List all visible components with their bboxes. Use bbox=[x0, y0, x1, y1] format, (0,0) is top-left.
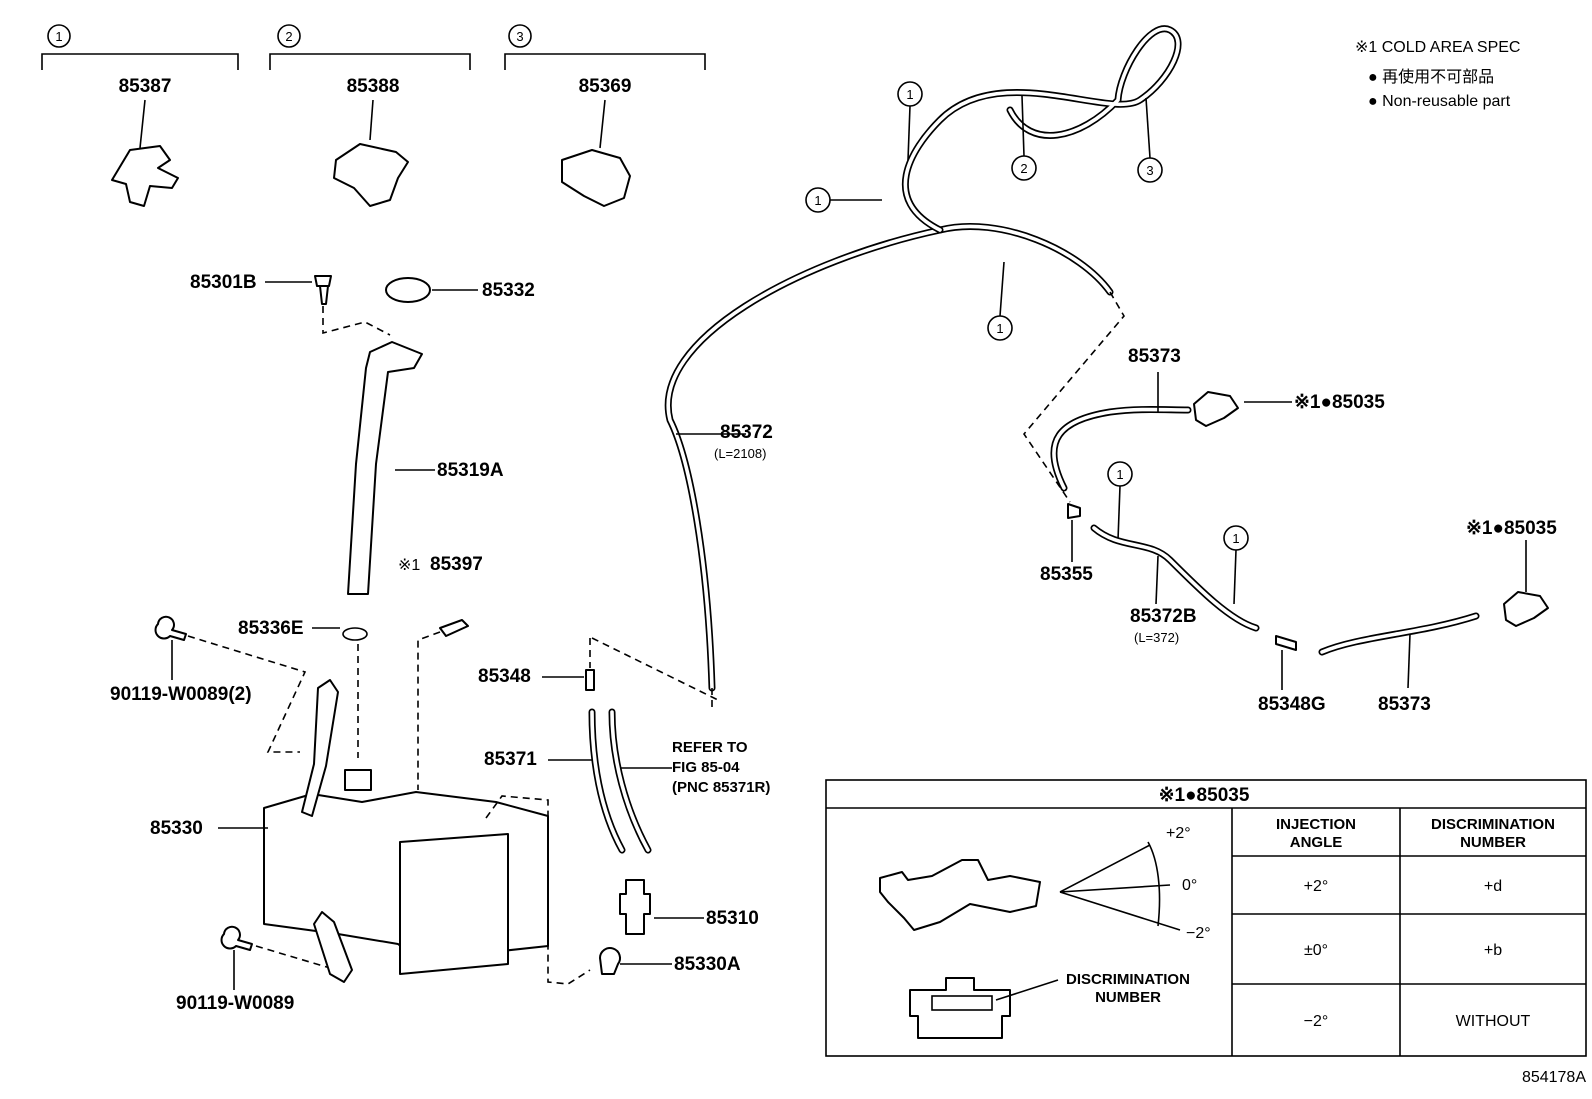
label-85330A: 85330A bbox=[674, 954, 741, 975]
label-85372B-length: (L=372) bbox=[1134, 630, 1179, 645]
hose-marker-3: 3 bbox=[1146, 163, 1153, 178]
label-85372-length: (L=2108) bbox=[714, 446, 766, 461]
hose-marker-1e: 1 bbox=[1232, 531, 1239, 546]
clip-group-1: 1 85387 bbox=[41, 24, 239, 207]
label-85336E: 85336E bbox=[238, 618, 304, 639]
grommet-85330A-icon bbox=[599, 947, 621, 975]
nozzle-spray-illustration-icon bbox=[879, 859, 1041, 931]
hose-marker-1b: 1 bbox=[814, 193, 821, 208]
label-85371: 85371 bbox=[484, 749, 537, 770]
label-85301B: 85301B bbox=[190, 272, 257, 293]
cap-85332-icon bbox=[385, 277, 431, 303]
nozzle-front-view-icon bbox=[909, 977, 1011, 1039]
col-header-number: NUMBER bbox=[1460, 834, 1526, 851]
label-90119-2: 90119-W0089(2) bbox=[110, 684, 252, 705]
label-85397-mark: ※1 bbox=[398, 557, 420, 574]
clip-group-3: 3 85369 bbox=[504, 24, 706, 207]
clip-2-circle-label: 2 bbox=[285, 29, 292, 44]
clip-3-circle-icon bbox=[508, 24, 532, 48]
label-85373-bottom: 85373 bbox=[1378, 694, 1431, 715]
clip-1-circle-label: 1 bbox=[55, 29, 62, 44]
label-85355: 85355 bbox=[1040, 564, 1093, 585]
label-85319A: 85319A bbox=[437, 460, 504, 481]
connector-85355-icon bbox=[1067, 503, 1081, 519]
angle-label-plus2: +2° bbox=[1166, 825, 1191, 842]
legend-jp-note: ● 再使用不可部品 bbox=[1368, 68, 1494, 86]
label-90119: 90119-W0089 bbox=[176, 993, 294, 1014]
label-85373-top: 85373 bbox=[1128, 346, 1181, 367]
label-85348: 85348 bbox=[478, 666, 531, 687]
filler-neck-85319A-icon bbox=[347, 341, 423, 595]
label-85372B: 85372B bbox=[1130, 606, 1197, 627]
row1-disc: +d bbox=[1484, 878, 1502, 895]
legend-cold-area: ※1 COLD AREA SPEC bbox=[1355, 39, 1520, 56]
clip-85301B-icon bbox=[314, 275, 332, 305]
hose-marker-2: 2 bbox=[1020, 161, 1027, 176]
clip-1-part-number: 85387 bbox=[119, 76, 172, 97]
discrimination-mark-icon bbox=[931, 995, 993, 1011]
label-85310: 85310 bbox=[706, 908, 759, 929]
col-header-injection: INJECTION bbox=[1276, 816, 1356, 833]
row3-angle: −2° bbox=[1304, 1013, 1329, 1030]
label-85372: 85372 bbox=[720, 422, 773, 443]
clip-2-part-number: 85388 bbox=[347, 76, 400, 97]
label-85330: 85330 bbox=[150, 818, 203, 839]
hose-marker-1d: 1 bbox=[1116, 467, 1123, 482]
clip-3-circle-label: 3 bbox=[516, 29, 523, 44]
level-sensor-85397-icon bbox=[439, 619, 469, 637]
hose-clip-markers: 1 1 2 3 1 1 1 bbox=[805, 81, 1249, 605]
disc-callout-line1: DISCRIMINATION bbox=[1066, 971, 1190, 988]
pump-85310-icon bbox=[619, 879, 651, 935]
clip-85388-icon bbox=[333, 143, 409, 207]
clip-3-part-number: 85369 bbox=[579, 76, 632, 97]
label-85035-right: ※1●85035 bbox=[1466, 518, 1557, 539]
row2-disc: +b bbox=[1484, 942, 1502, 959]
row2-angle: ±0° bbox=[1304, 942, 1328, 959]
legend-non-reusable: ● Non-reusable part bbox=[1368, 93, 1511, 110]
col-header-angle: ANGLE bbox=[1290, 834, 1343, 851]
label-85332: 85332 bbox=[482, 280, 535, 301]
refer-note-line3: (PNC 85371R) bbox=[672, 779, 770, 796]
bolt-90119-2-icon bbox=[154, 615, 187, 641]
disc-callout-line2: NUMBER bbox=[1095, 989, 1161, 1006]
label-85348G: 85348G bbox=[1258, 694, 1326, 715]
angle-label-minus2: −2° bbox=[1186, 925, 1211, 942]
bolt-90119-icon bbox=[220, 925, 253, 951]
table-title: ※1●85035 bbox=[1159, 785, 1250, 806]
washer-tank-85330 bbox=[263, 679, 549, 983]
grommet-85336E-icon bbox=[342, 627, 368, 641]
label-85035-top: ※1●85035 bbox=[1294, 392, 1385, 413]
refer-note-line2: FIG 85-04 bbox=[672, 759, 740, 776]
label-85397: 85397 bbox=[430, 554, 483, 575]
row1-angle: +2° bbox=[1304, 878, 1329, 895]
joint-85348G-icon bbox=[1275, 635, 1297, 651]
nozzle-85035-top-icon bbox=[1193, 391, 1239, 427]
clip-group-2: 2 85388 bbox=[269, 24, 471, 207]
figure-id: 854178A bbox=[1522, 1069, 1586, 1086]
legend: ※1 COLD AREA SPEC ● 再使用不可部品 ● Non-reusab… bbox=[1355, 39, 1520, 110]
clip-2-circle-icon bbox=[277, 24, 301, 48]
check-valve-85348-icon bbox=[585, 669, 595, 691]
clip-85387-icon bbox=[111, 145, 179, 207]
nozzle-spec-table: ※1●85035 INJECTION ANGLE DISCRIMINATION … bbox=[825, 779, 1587, 1057]
refer-note-line1: REFER TO bbox=[672, 739, 748, 756]
col-header-discrimination: DISCRIMINATION bbox=[1431, 816, 1555, 833]
angle-label-zero: 0° bbox=[1182, 877, 1197, 894]
nozzle-85035-right-icon bbox=[1503, 591, 1549, 627]
row3-disc: WITHOUT bbox=[1456, 1013, 1531, 1030]
clip-85369-icon bbox=[561, 149, 631, 207]
hose-marker-1c: 1 bbox=[996, 321, 1003, 336]
hose-marker-1a: 1 bbox=[906, 87, 913, 102]
clip-1-circle-icon bbox=[47, 24, 71, 48]
